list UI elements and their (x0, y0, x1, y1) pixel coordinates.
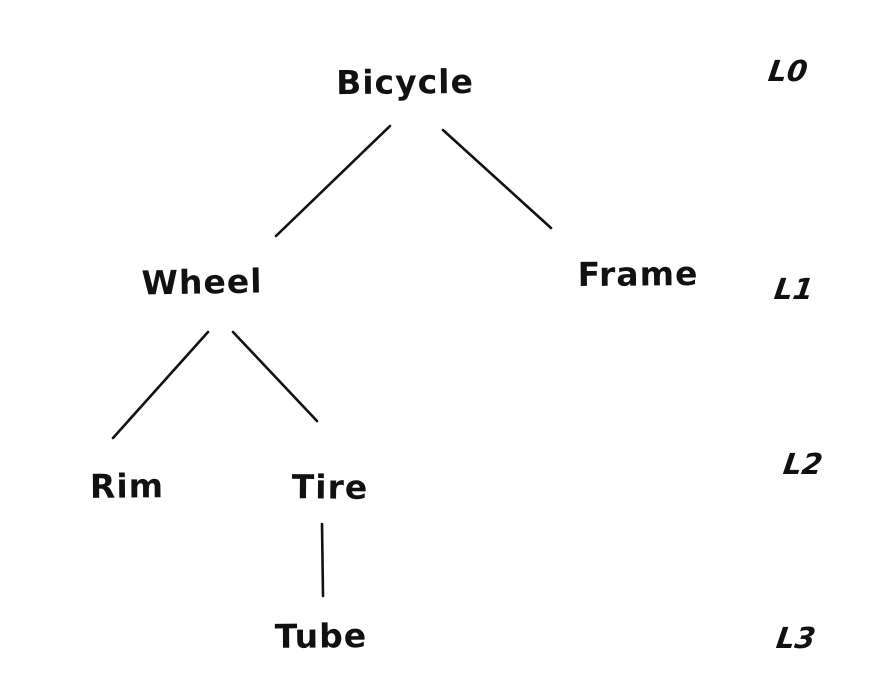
node-frame: Frame (577, 253, 699, 295)
node-wheel: Wheel (141, 261, 263, 303)
node-rim: Rim (89, 466, 165, 506)
edge-tire-tube (320, 522, 325, 598)
level-label-l1: L1 (772, 272, 816, 306)
level-label-l3: L3 (774, 621, 818, 655)
level-label-l2: L2 (781, 447, 825, 481)
edge-bicycle-wheel (274, 124, 392, 238)
node-bicycle: Bicycle (335, 61, 475, 103)
edge-bicycle-frame (441, 128, 553, 230)
level-label-l0: L0 (766, 54, 810, 88)
edge-wheel-rim (111, 330, 210, 440)
node-tube: Tube (274, 616, 368, 656)
edge-wheel-tire (231, 330, 319, 423)
node-tire: Tire (291, 467, 369, 507)
